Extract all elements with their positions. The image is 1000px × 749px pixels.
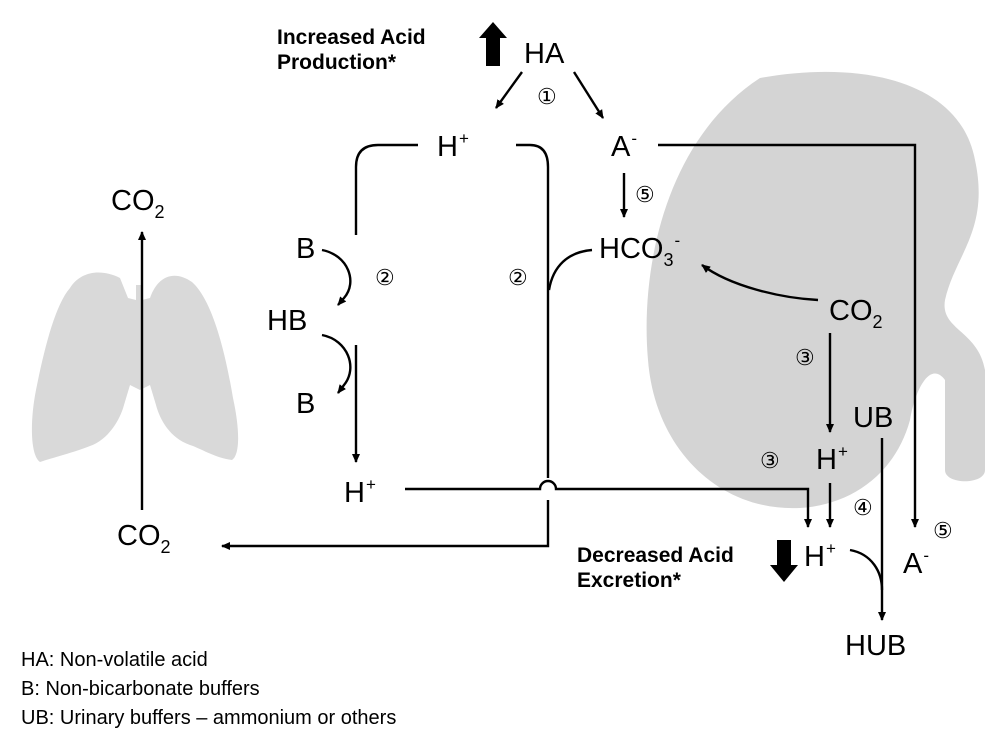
co2-subscript: 2 bbox=[160, 537, 171, 557]
a-charge: - bbox=[631, 129, 638, 148]
decreased-acid-note: Decreased Acid Excretion* bbox=[577, 543, 734, 593]
h-charge: + bbox=[837, 442, 848, 461]
lungs-shape bbox=[31, 272, 239, 462]
label-co2-top: CO2 bbox=[111, 185, 165, 222]
curve-hb-to-b bbox=[321, 333, 352, 394]
decreased-acid-line1: Decreased Acid bbox=[577, 544, 734, 567]
legend-b: B: Non-bicarbonate buffers bbox=[21, 678, 260, 700]
legend-ha: HA: Non-volatile acid bbox=[21, 649, 208, 671]
label-hco3: HCO3- bbox=[599, 232, 680, 269]
label-a-top: A- bbox=[611, 130, 637, 163]
step-3-marker-kidney: ③ bbox=[795, 345, 815, 370]
h-text: H bbox=[816, 444, 837, 476]
label-hb: HB bbox=[267, 305, 308, 337]
h-right-bracket bbox=[516, 143, 550, 478]
h-charge: + bbox=[458, 129, 469, 148]
label-h-kidney: H+ bbox=[816, 443, 848, 476]
arrow-ha-to-a bbox=[572, 71, 605, 119]
hco3-subscript: 3 bbox=[663, 250, 674, 270]
co2-text: CO bbox=[111, 185, 155, 217]
decreased-acid-line2: Excretion* bbox=[577, 569, 681, 592]
hco3-text: HCO bbox=[599, 233, 664, 265]
step-5-marker-lower: ⑤ bbox=[933, 518, 953, 543]
label-hub: HUB bbox=[845, 630, 907, 662]
increased-acid-line1: Increased Acid bbox=[277, 26, 426, 49]
thick-down-arrow-icon bbox=[770, 540, 798, 582]
co2-subscript: 2 bbox=[154, 202, 165, 222]
co2-text: CO bbox=[829, 295, 873, 327]
step-2-marker-right: ② bbox=[508, 265, 528, 290]
label-ha: HA bbox=[524, 38, 565, 70]
a-text: A bbox=[903, 548, 923, 580]
a-charge: - bbox=[923, 546, 930, 565]
thick-up-arrow-icon bbox=[479, 22, 507, 66]
line-to-co2 bbox=[221, 500, 550, 550]
line-h-to-urine-h bbox=[405, 479, 812, 528]
co2-subscript: 2 bbox=[872, 312, 883, 332]
h-text: H bbox=[804, 541, 825, 573]
label-co2-bottom: CO2 bbox=[117, 520, 171, 557]
step-5-marker-upper: ⑤ bbox=[635, 182, 655, 207]
h-left-bracket bbox=[354, 143, 418, 235]
label-b-lower: B bbox=[296, 388, 316, 420]
arrow-a-to-urine bbox=[658, 143, 919, 528]
increased-acid-note: Increased Acid Production* bbox=[277, 25, 426, 75]
curve-h-join-ub bbox=[849, 548, 884, 591]
label-h-lower: H+ bbox=[344, 476, 376, 509]
h-charge: + bbox=[365, 475, 376, 494]
label-h-urine: H+ bbox=[804, 540, 836, 573]
co2-text: CO bbox=[117, 520, 161, 552]
h-text: H bbox=[344, 477, 365, 509]
label-ub: UB bbox=[853, 402, 894, 434]
curve-b-to-hb bbox=[321, 248, 352, 306]
h-charge: + bbox=[825, 539, 836, 558]
curve-hco3-join bbox=[547, 248, 593, 291]
step-2-marker-left: ② bbox=[375, 265, 395, 290]
curve-co2-to-hco3 bbox=[701, 264, 819, 302]
a-text: A bbox=[611, 131, 631, 163]
step-4-marker: ④ bbox=[853, 495, 873, 520]
step-1-marker: ① bbox=[537, 84, 557, 109]
increased-acid-line2: Production* bbox=[277, 51, 396, 74]
hco3-charge: - bbox=[674, 231, 681, 250]
label-a-urine: A- bbox=[903, 547, 929, 580]
arrow-ha-to-h bbox=[495, 71, 523, 109]
label-h-top: H+ bbox=[437, 130, 469, 163]
label-b-upper: B bbox=[296, 233, 316, 265]
label-co2-kidney: CO2 bbox=[829, 295, 883, 332]
step-3-marker-lower: ③ bbox=[760, 448, 780, 473]
h-text: H bbox=[437, 131, 458, 163]
kidney-shape bbox=[646, 71, 985, 509]
legend-ub: UB: Urinary buffers – ammonium or others bbox=[21, 707, 397, 729]
